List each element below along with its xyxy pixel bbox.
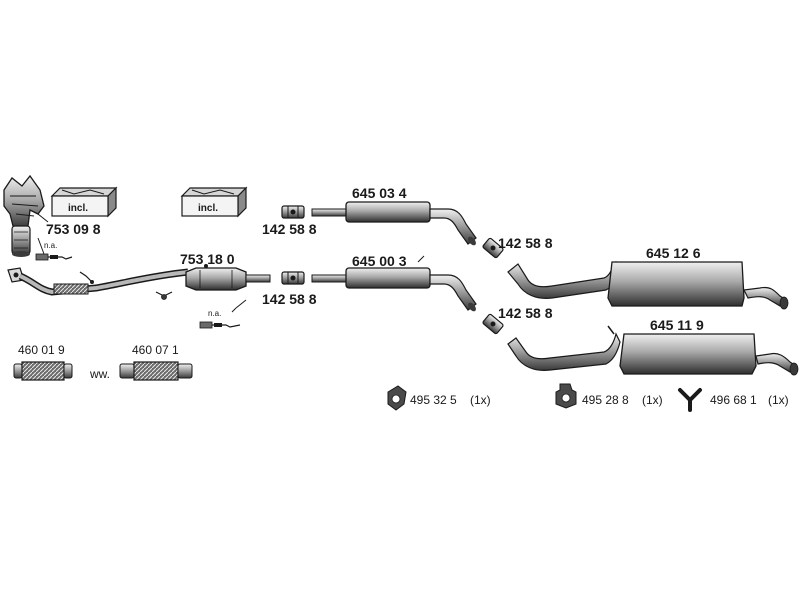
rear-silencer-upper xyxy=(507,260,789,310)
flex-pipe-1-part-number: 460 01 9 xyxy=(18,343,65,357)
exhaust-manifold xyxy=(3,174,45,257)
clamp-right-upper-part-number: 142 58 8 xyxy=(498,235,553,251)
flex-pipe-2-part-number: 460 07 1 xyxy=(132,343,179,357)
clamp-lower-part-number: 142 58 8 xyxy=(262,291,317,307)
lambda-sensor-front xyxy=(35,237,73,261)
rear-silencer-lower xyxy=(507,325,799,376)
catalytic-converter xyxy=(185,264,271,291)
clamp-lower xyxy=(281,271,305,285)
mount-2-quantity: (1x) xyxy=(642,393,663,407)
flex-alt-text: ww. xyxy=(89,367,110,381)
manifold-part-number: 753 09 8 xyxy=(46,221,101,237)
clamp-upper xyxy=(281,205,305,219)
mount-2-part-number: 495 28 8 xyxy=(582,393,629,407)
middle-silencer-lower xyxy=(311,255,477,312)
mount-3-quantity: (1x) xyxy=(768,393,789,407)
middle-silencer-upper-part-number: 645 03 4 xyxy=(352,185,407,201)
middle-silencer-upper xyxy=(311,201,477,246)
catalyst-na-note: n.a. xyxy=(208,309,221,318)
rubber-mount-1-icon xyxy=(387,385,407,411)
clamp-upper-part-number: 142 58 8 xyxy=(262,221,317,237)
mount-3-part-number: 496 68 1 xyxy=(710,393,757,407)
catalyst-kit-incl-label: incl. xyxy=(198,203,218,214)
rear-silencer-lower-part-number: 645 11 9 xyxy=(650,317,704,333)
rubber-mount-2-icon xyxy=(555,383,577,409)
clamp-right-upper xyxy=(482,237,504,259)
middle-silencer-lower-part-number: 645 00 3 xyxy=(352,253,407,269)
clamp-right-lower xyxy=(482,313,504,335)
mount-1-part-number: 495 32 5 xyxy=(410,393,457,407)
manifold-kit-incl-label: incl. xyxy=(68,203,88,214)
front-pipe xyxy=(7,267,189,300)
flex-pipe-2 xyxy=(119,361,193,381)
clamp-right-lower-part-number: 142 58 8 xyxy=(498,305,553,321)
mount-1-quantity: (1x) xyxy=(470,393,491,407)
lambda-sensor-rear xyxy=(199,299,247,329)
rear-silencer-upper-part-number: 645 12 6 xyxy=(646,245,701,261)
catalyst-gasket-kit: incl. xyxy=(180,186,248,218)
y-mount-icon xyxy=(678,388,702,412)
manifold-na-note: n.a. xyxy=(44,241,57,250)
catalyst-part-number: 753 18 0 xyxy=(180,251,235,267)
manifold-gasket-kit: incl. xyxy=(50,186,118,218)
flex-pipe-1 xyxy=(13,361,73,381)
